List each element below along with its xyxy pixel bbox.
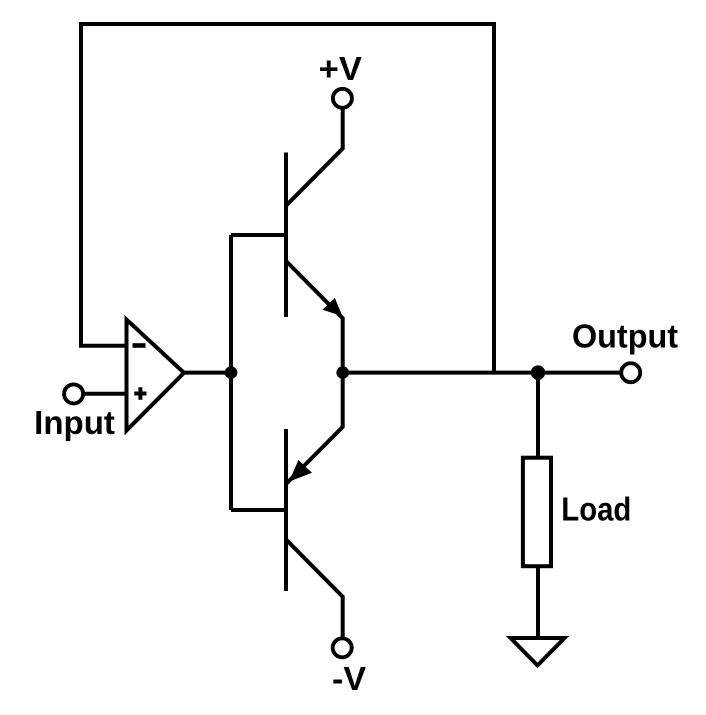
svg-text:+V: +V — [319, 50, 362, 87]
svg-text:Input: Input — [34, 404, 115, 441]
svg-text:-V: -V — [332, 660, 366, 697]
svg-text:Load: Load — [561, 490, 631, 527]
svg-text:Output: Output — [572, 318, 678, 355]
